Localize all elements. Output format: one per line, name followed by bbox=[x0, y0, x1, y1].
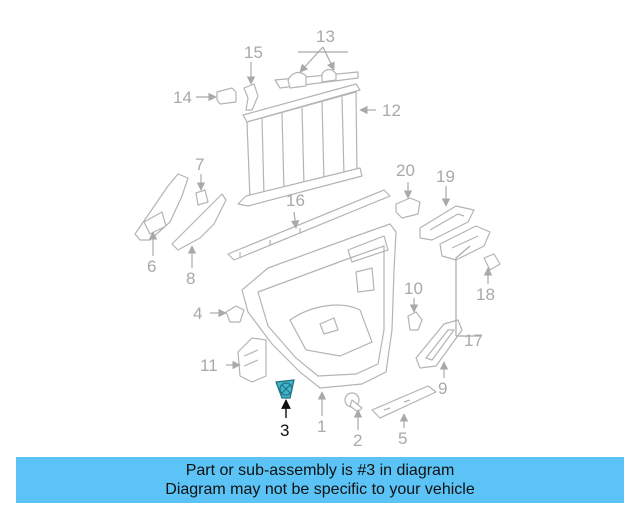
part-14 bbox=[216, 87, 237, 105]
banner-line-2: Diagram may not be specific to your vehi… bbox=[165, 481, 475, 498]
part-13-clips bbox=[287, 68, 337, 89]
callout-16: 16 bbox=[286, 191, 305, 210]
callout-19: 19 bbox=[436, 167, 455, 186]
part-10-clip bbox=[407, 311, 423, 331]
callout-18: 18 bbox=[476, 285, 495, 304]
callout-10: 10 bbox=[404, 279, 423, 298]
callout-11: 11 bbox=[200, 356, 218, 375]
info-banner: Part or sub-assembly is #3 in diagram Di… bbox=[16, 457, 624, 503]
part-11-bracket bbox=[237, 337, 267, 383]
callout-13: 13 bbox=[316, 27, 335, 46]
part-16-strip bbox=[227, 189, 391, 261]
leader-17 bbox=[455, 245, 471, 336]
part-19-handle bbox=[419, 205, 475, 241]
part-3-highlighted bbox=[275, 379, 295, 399]
callout-14: 14 bbox=[173, 88, 192, 107]
callout-8: 8 bbox=[186, 269, 195, 288]
callout-12: 12 bbox=[382, 101, 401, 120]
banner-line-1: Part or sub-assembly is #3 in diagram bbox=[185, 462, 455, 479]
callout-3: 3 bbox=[280, 421, 289, 440]
part-1-door-panel bbox=[241, 223, 397, 389]
part-6-trim bbox=[134, 173, 189, 241]
callout-2: 2 bbox=[353, 431, 362, 450]
part-17-handle bbox=[439, 225, 491, 261]
callout-9: 9 bbox=[438, 379, 447, 398]
leader-16 bbox=[290, 211, 300, 229]
callout-1: 1 bbox=[317, 417, 326, 436]
part-4-bracket bbox=[225, 305, 245, 323]
callout-15: 15 bbox=[244, 43, 263, 62]
part-18-screw bbox=[483, 253, 501, 271]
callout-6: 6 bbox=[147, 257, 156, 276]
part-7 bbox=[195, 189, 209, 206]
part-20-switch bbox=[395, 197, 421, 219]
part-12-sunshade bbox=[237, 71, 363, 207]
part-9-bezel bbox=[415, 319, 463, 369]
callout-5: 5 bbox=[398, 429, 407, 448]
part-2-clip bbox=[344, 392, 363, 413]
part-5-pocket bbox=[371, 385, 437, 419]
part-15 bbox=[243, 83, 259, 111]
part-8-trim bbox=[171, 193, 227, 251]
parts-diagram: 13 12 14 15 16 7 6 8 20 19 18 17 10 9 4 … bbox=[134, 27, 501, 450]
callout-20: 20 bbox=[396, 161, 415, 180]
callout-17: 17 bbox=[464, 331, 483, 350]
leader-13b bbox=[322, 46, 335, 71]
callout-4: 4 bbox=[193, 304, 202, 323]
callout-7: 7 bbox=[195, 155, 204, 174]
leader-13a bbox=[299, 46, 324, 73]
